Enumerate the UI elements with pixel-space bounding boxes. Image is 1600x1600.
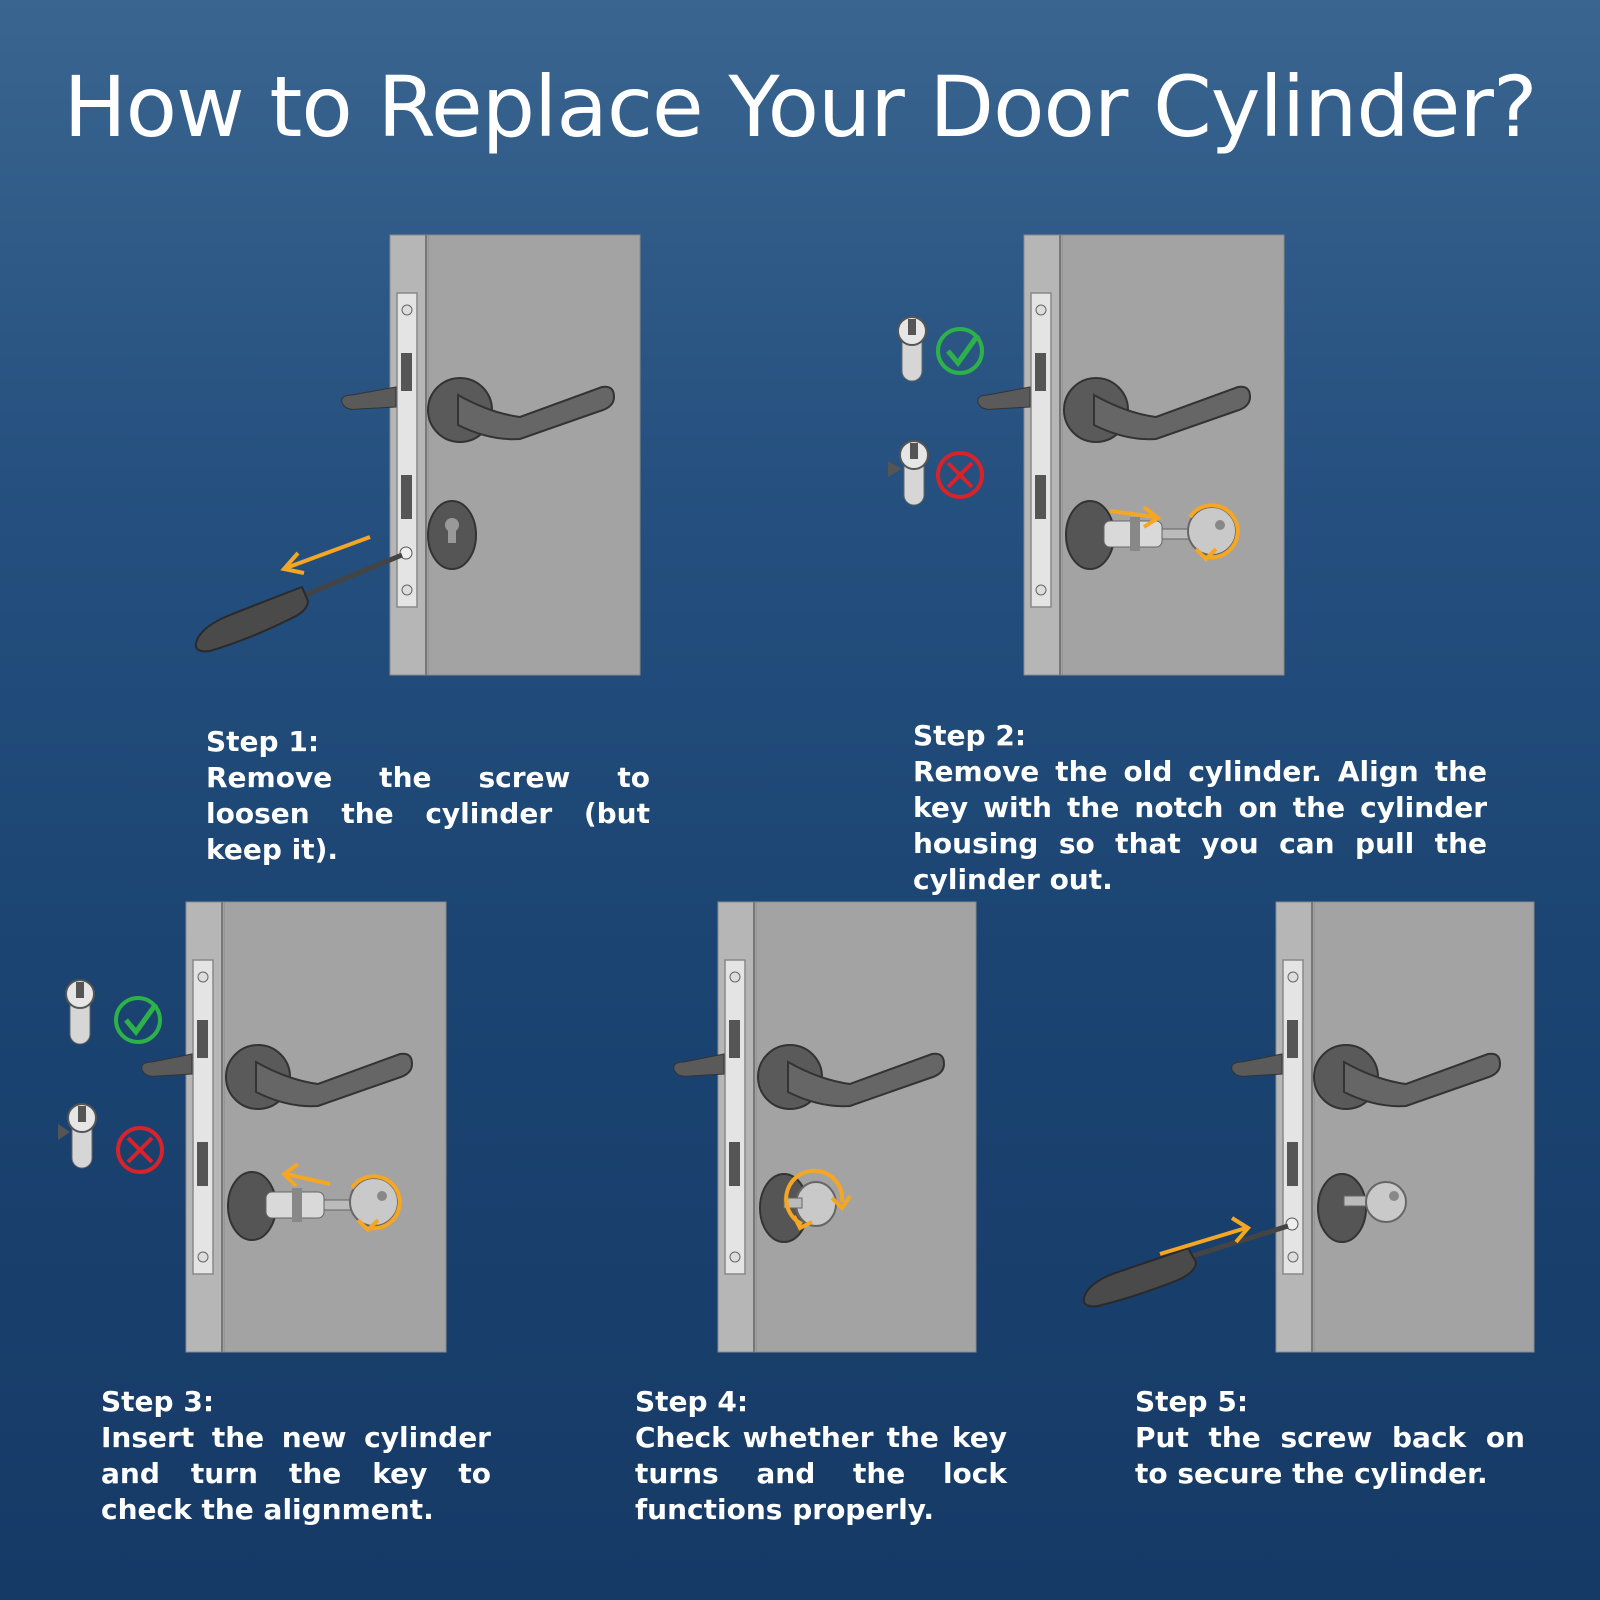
door-icon — [389, 234, 641, 676]
lever-handle-icon — [673, 1044, 946, 1110]
wrong-cylinder-icon — [888, 440, 929, 506]
rotate-arrow-icon — [784, 1168, 852, 1231]
arrow-right-icon — [1159, 1216, 1252, 1256]
correct-cylinder-icon — [65, 979, 95, 1045]
step-1-label: Step 1: — [206, 725, 320, 758]
step-4-illustration — [672, 901, 982, 1353]
rotate-arrow-icon — [1188, 503, 1240, 562]
check-icon — [936, 327, 984, 375]
step-1-drawing — [194, 234, 641, 676]
step-2-description: Remove the old cylinder. Align the key w… — [913, 755, 1487, 896]
screwdriver-icon — [1082, 1217, 1299, 1308]
lever-handle-icon — [341, 377, 616, 443]
rotate-arrow-icon — [350, 1174, 402, 1233]
step-2-label: Step 2: — [913, 719, 1027, 752]
step-2-text: Step 2: Remove the old cylinder. Align t… — [913, 718, 1487, 898]
door-icon — [717, 901, 977, 1353]
cross-icon — [116, 1126, 164, 1174]
step-3-illustration — [58, 901, 455, 1353]
step-5-illustration — [1082, 901, 1537, 1353]
step-4-text: Step 4: Check whether the key turns and … — [635, 1384, 1007, 1528]
wrong-cylinder-icon — [58, 1103, 97, 1169]
lever-handle-icon — [977, 377, 1252, 443]
step-3-drawing — [58, 901, 447, 1353]
cross-icon — [936, 451, 984, 499]
step-5-drawing — [1082, 901, 1535, 1353]
step-4-description: Check whether the key turns and the lock… — [635, 1421, 1007, 1526]
arrow-left-icon — [280, 1162, 331, 1188]
key-icon — [1343, 1181, 1407, 1223]
correct-cylinder-icon — [897, 316, 927, 382]
step-5-description: Put the screw back on to secure the cyli… — [1135, 1421, 1525, 1490]
door-icon — [1023, 234, 1285, 676]
step-1-description: Remove the screw to loosen the cylinder … — [206, 761, 650, 866]
screwdriver-icon — [194, 546, 413, 653]
cylinder-escutcheon-icon — [1317, 1173, 1367, 1243]
lever-handle-icon — [141, 1044, 414, 1110]
lever-handle-icon — [1231, 1044, 1502, 1110]
step-5-label: Step 5: — [1135, 1385, 1249, 1418]
cylinder-icon — [227, 1171, 325, 1241]
cylinder-escutcheon-icon — [427, 500, 477, 570]
step-4-drawing — [673, 901, 977, 1353]
step-2-illustration — [888, 234, 1290, 685]
step-4-label: Step 4: — [635, 1385, 749, 1418]
door-icon — [185, 901, 447, 1353]
step-3-description: Insert the new cylinder and turn the key… — [101, 1421, 491, 1526]
step-3-text: Step 3: Insert the new cylinder and turn… — [101, 1384, 491, 1528]
arrow-left-icon — [280, 535, 371, 575]
step-1-illustration — [190, 234, 660, 685]
step-5-text: Step 5: Put the screw back on to secure … — [1135, 1384, 1525, 1492]
arrow-right-icon — [1109, 505, 1162, 529]
door-icon — [1275, 901, 1535, 1353]
cylinder-icon — [1065, 500, 1163, 570]
step-1-text: Step 1: Remove the screw to loosen the c… — [206, 724, 650, 868]
step-2-drawing — [888, 234, 1285, 676]
step-3-label: Step 3: — [101, 1385, 215, 1418]
check-icon — [114, 996, 162, 1044]
page-title: How to Replace Your Door Cylinder? — [63, 58, 1537, 156]
